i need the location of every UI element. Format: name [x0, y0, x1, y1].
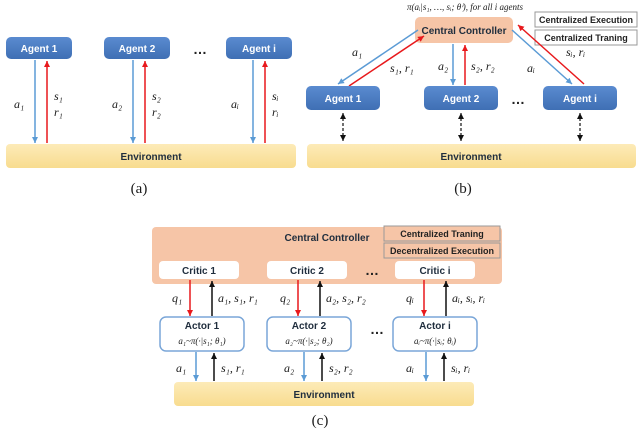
action-label: aᵢ	[231, 97, 239, 111]
feedback-label: a₂, s₂, r₂	[326, 291, 366, 305]
agent-box	[226, 37, 292, 59]
environment-label: Environment	[120, 152, 182, 163]
action-label: a₂	[438, 59, 448, 73]
panel-a: Agent 1 Agent 2 … Agent i a₁ s₁ r₁ a₂ s₂…	[6, 37, 296, 197]
tag-box	[534, 29, 638, 46]
agent-label: Agent i	[242, 44, 276, 55]
critic-label: Critic i	[419, 266, 450, 277]
actor-label: Actor 2	[292, 321, 327, 332]
agent-label: Agent 1	[325, 94, 362, 105]
feedback-label: a₁, s₁, r₁	[218, 291, 258, 305]
state-label: s₁	[54, 89, 63, 103]
actor-policy: aᵢ~π(·|sᵢ; θᵢ)	[414, 336, 456, 346]
agent-box	[104, 37, 170, 59]
agent-label: Agent 1	[21, 44, 58, 55]
caption-b: (b)	[454, 181, 472, 197]
action-label: aᵢ	[406, 361, 414, 375]
central-controller-box	[415, 17, 513, 43]
critic-label: Critic 1	[182, 266, 216, 277]
ellipsis: …	[370, 321, 384, 337]
actor-policy: a₂~π(·|s₂; θ₂)	[285, 336, 332, 346]
caption-a: (a)	[131, 181, 148, 197]
panel-c: Central Controller Centralized Traning D…	[152, 225, 502, 429]
reward-label: r₁	[54, 105, 63, 119]
environment-label: Environment	[293, 390, 355, 401]
actor-policy: a₁~π(·|s₁; θ₁)	[178, 336, 225, 346]
reward-label: r₂	[152, 105, 161, 119]
action-label: a₁	[176, 361, 186, 375]
central-controller-label: Central Controller	[284, 233, 369, 244]
q-label: q₂	[280, 291, 290, 305]
critic-box	[395, 261, 475, 279]
tag-box	[383, 242, 501, 259]
action-arrow	[337, 29, 419, 85]
actor-box	[266, 316, 352, 352]
tag-box	[534, 11, 638, 28]
tag-box	[383, 225, 501, 242]
state-reward-arrow	[517, 24, 585, 85]
state-reward-label: s₂, r₂	[471, 59, 495, 73]
environment-box	[307, 144, 636, 168]
state-label: s₂	[152, 89, 161, 103]
tag-label: Centralized Traning	[400, 229, 484, 239]
agent-box	[424, 86, 498, 110]
actor-label: Actor i	[419, 321, 451, 332]
critic-box	[159, 261, 239, 279]
reward-label: rᵢ	[272, 105, 279, 119]
state-reward-label: s₁, r₁	[390, 61, 414, 75]
agent-box	[543, 86, 617, 110]
action-label: a₂	[284, 361, 294, 375]
environment-box	[6, 144, 296, 168]
environment-label: Environment	[440, 152, 502, 163]
ellipsis: …	[365, 262, 379, 278]
agent-label: Agent 2	[443, 94, 480, 105]
state-label: sᵢ	[272, 89, 279, 103]
agent-box	[6, 37, 72, 59]
action-arrow	[511, 29, 573, 85]
action-label: a₂	[112, 97, 122, 111]
state-reward-label: s₂, r₂	[329, 361, 353, 375]
state-reward-label: sᵢ, rᵢ	[451, 361, 470, 375]
state-reward-label: s₁, r₁	[221, 361, 245, 375]
actor-box	[159, 316, 245, 352]
panel-b: π(aᵢ|s₁, …, sᵢ; θⁱ), for all i agents Ce…	[306, 2, 638, 197]
caption-c: (c)	[312, 413, 329, 429]
agent-box	[306, 86, 380, 110]
ellipsis: …	[193, 41, 207, 57]
agent-label: Agent i	[563, 94, 597, 105]
tag-label: Centralized Execution	[539, 15, 633, 25]
tag-label: Centralized Traning	[544, 33, 628, 43]
state-reward-arrow	[348, 35, 425, 87]
q-label: q₁	[172, 291, 182, 305]
q-label: qᵢ	[406, 291, 414, 305]
environment-box	[174, 382, 474, 406]
policy-formula: π(aᵢ|s₁, …, sᵢ; θⁱ), for all i agents	[407, 2, 523, 12]
actor-label: Actor 1	[185, 321, 220, 332]
central-controller-label: Central Controller	[421, 26, 506, 37]
critic-box	[267, 261, 347, 279]
action-label: aᵢ	[527, 61, 535, 75]
action-label: a₁	[14, 97, 24, 111]
actor-box	[392, 316, 478, 352]
state-reward-label: sᵢ, rᵢ	[566, 45, 585, 59]
tag-label: Decentralized Execution	[390, 246, 494, 256]
critic-label: Critic 2	[290, 266, 324, 277]
action-label: a₁	[352, 45, 362, 59]
agent-label: Agent 2	[119, 44, 156, 55]
feedback-label: aᵢ, sᵢ, rᵢ	[452, 291, 485, 305]
ellipsis: …	[511, 91, 525, 107]
